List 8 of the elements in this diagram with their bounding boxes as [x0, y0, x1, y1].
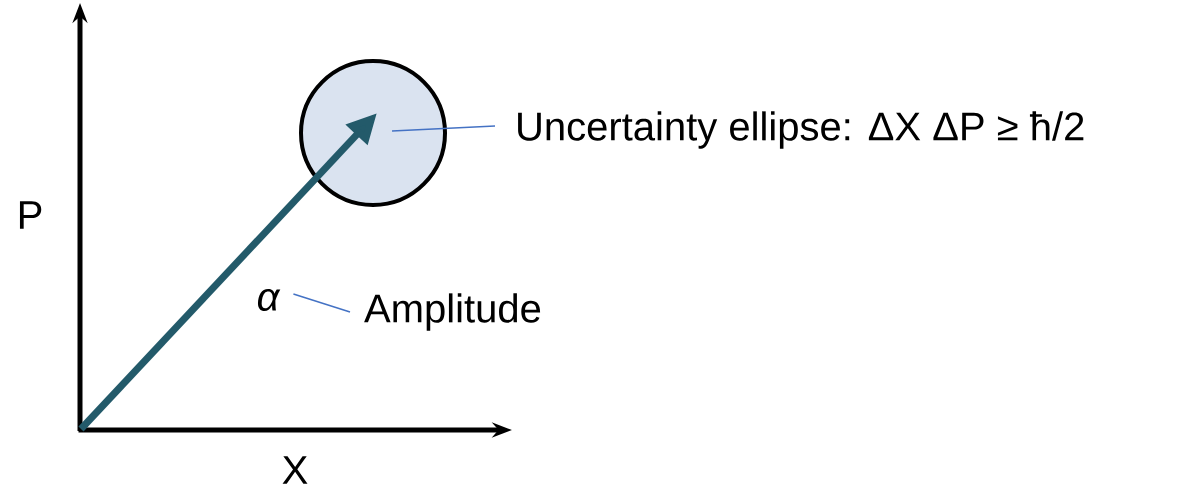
axis-label: X	[282, 456, 308, 484]
axis-label: P	[19, 201, 42, 229]
callout-text: Amplitude	[364, 293, 541, 331]
symbol-label: α	[257, 289, 281, 311]
circle	[299, 59, 447, 207]
callout-text: Uncertainty ellipse: ΔX ΔP ≥ ħ/2	[518, 111, 1084, 149]
leader-line	[292, 293, 351, 313]
leader-line	[391, 125, 496, 132]
